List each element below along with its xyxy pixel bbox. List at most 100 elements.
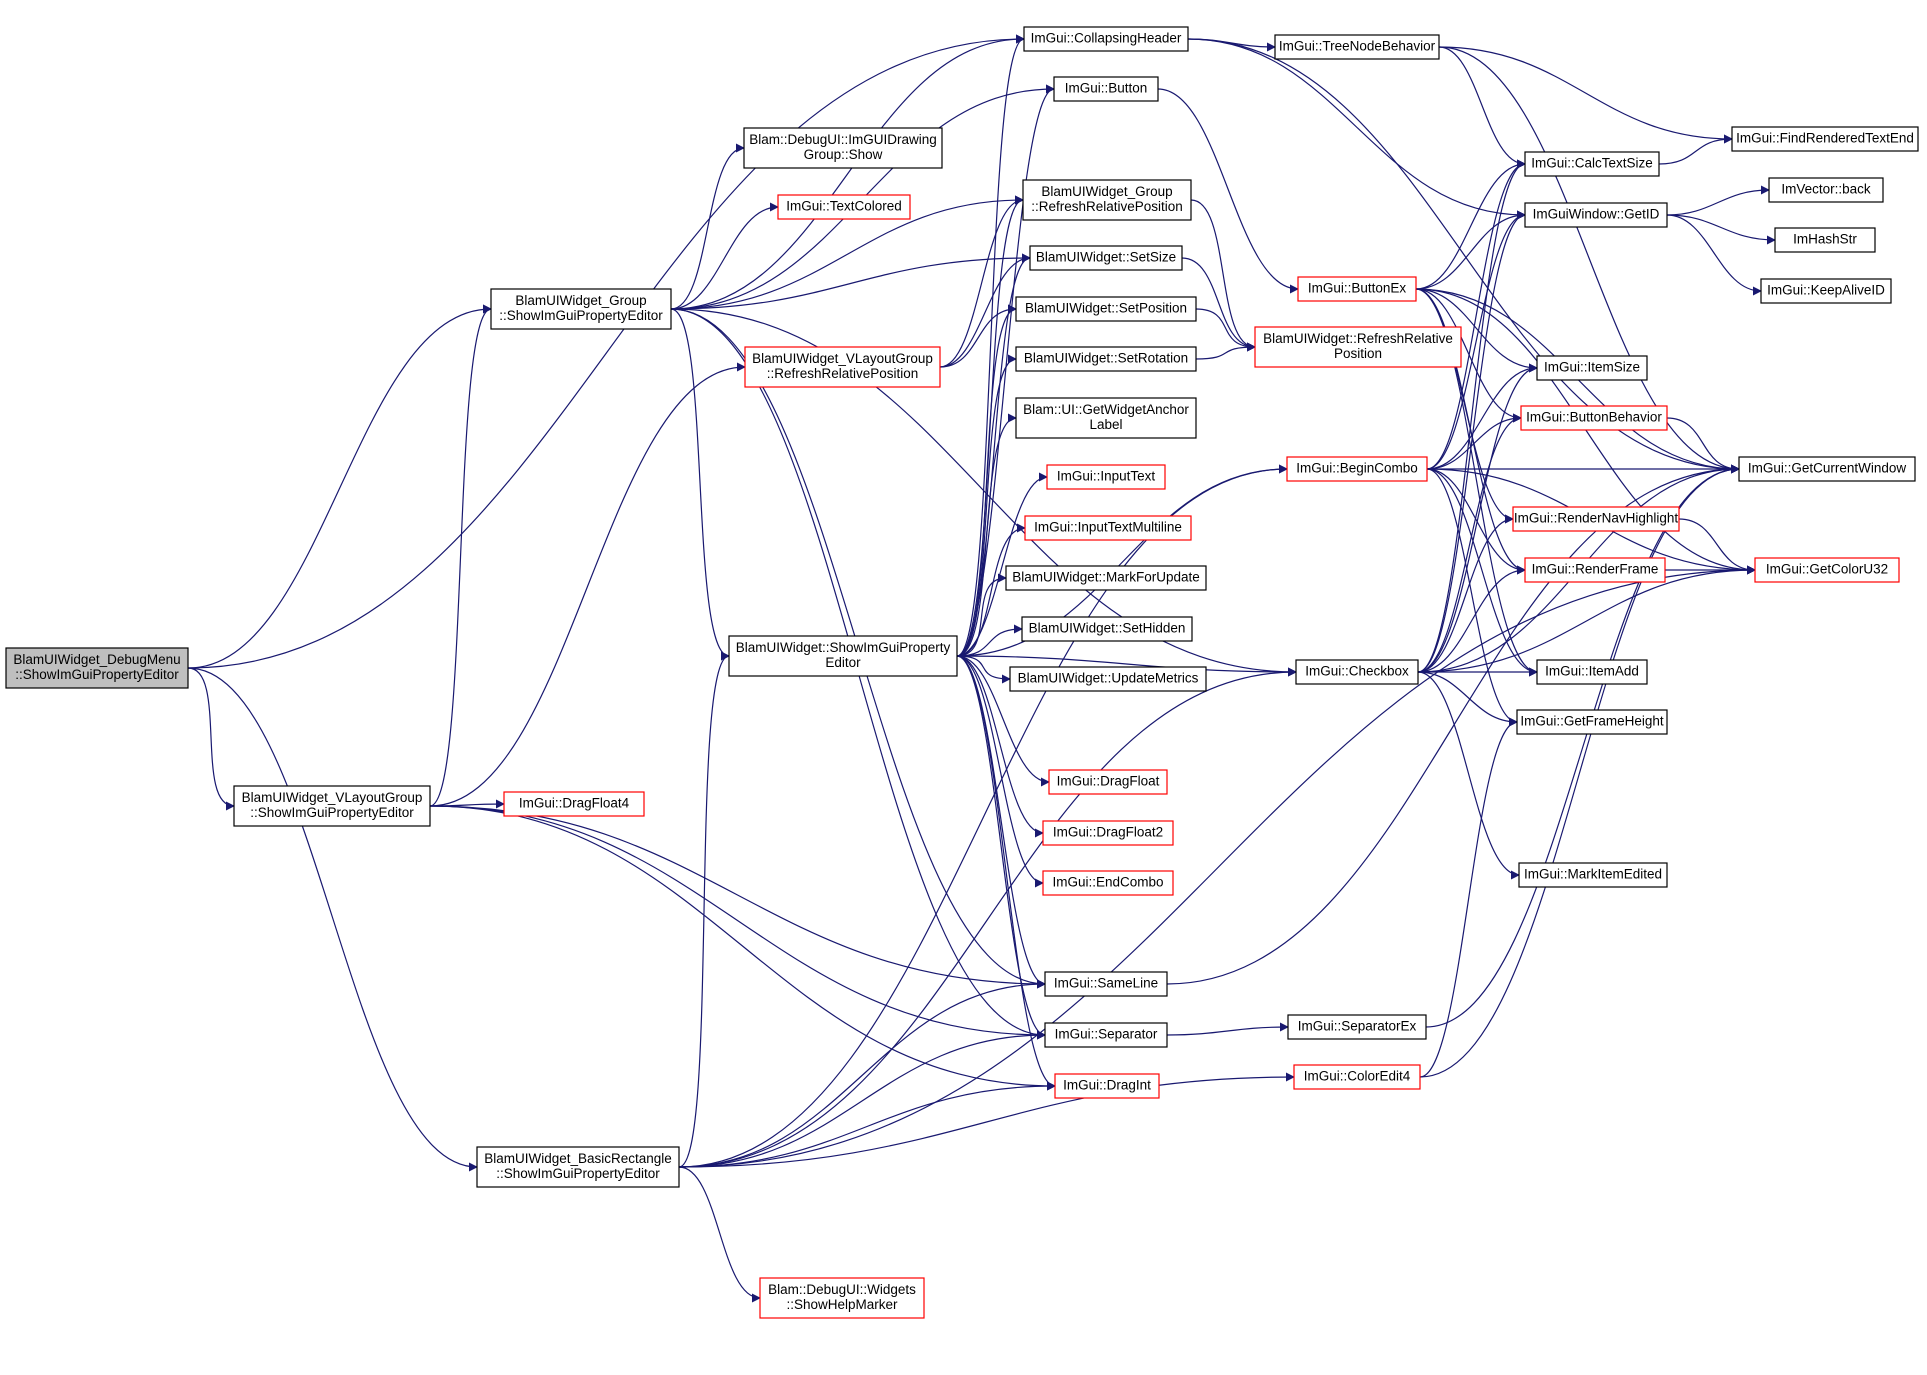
node-markitemedited[interactable]: ImGui::MarkItemEdited bbox=[1518, 862, 1668, 888]
node-endcombo-box bbox=[1042, 870, 1174, 896]
node-buttonex[interactable]: ImGui::ButtonEx bbox=[1297, 276, 1417, 302]
node-buttonbehavior-label-line-0: ImGui::ButtonBehavior bbox=[1526, 410, 1662, 425]
node-textcolored[interactable]: ImGui::TextColored bbox=[777, 194, 911, 220]
node-root[interactable]: BlamUIWidget_DebugMenu::ShowImGuiPropert… bbox=[5, 647, 189, 689]
edge-getid-to-imhashstr bbox=[1666, 214, 1776, 245]
node-rendernavhighlight[interactable]: ImGui::RenderNavHighlight bbox=[1512, 506, 1680, 532]
edge-widget_show-to-sameline bbox=[956, 655, 1046, 989]
node-imhashstr[interactable]: ImHashStr bbox=[1774, 227, 1876, 253]
node-dragfloat4-label-line-0: ImGui::DragFloat4 bbox=[519, 796, 630, 811]
node-keepaliveid-box bbox=[1760, 278, 1892, 304]
node-setsize-label-line-0: BlamUIWidget::SetSize bbox=[1036, 250, 1176, 265]
node-getcurrentwindow[interactable]: ImGui::GetCurrentWindow bbox=[1738, 456, 1916, 482]
edge-checkbox-to-getid bbox=[1417, 210, 1526, 673]
node-vlayout_refresh[interactable]: BlamUIWidget_VLayoutGroup::RefreshRelati… bbox=[744, 346, 941, 388]
node-checkbox[interactable]: ImGui::Checkbox bbox=[1295, 659, 1419, 685]
node-separatorex-box bbox=[1287, 1014, 1427, 1040]
node-vlayout_refresh-box bbox=[744, 346, 941, 388]
node-endcombo[interactable]: ImGui::EndCombo bbox=[1042, 870, 1174, 896]
node-getid[interactable]: ImGuiWindow::GetID bbox=[1524, 202, 1668, 228]
node-group_refresh-label-line-1: ::RefreshRelativePosition bbox=[1031, 199, 1183, 214]
node-vlayout_show-box bbox=[233, 785, 431, 827]
edge-vlayout_show-to-group_show bbox=[429, 304, 492, 807]
edge-vlayout_show-to-vlayout_refresh bbox=[429, 362, 746, 807]
edge-vlayout_show-to-dragint bbox=[429, 805, 1056, 1091]
node-setsize[interactable]: BlamUIWidget::SetSize bbox=[1029, 245, 1183, 271]
edge-basicrect_show-to-coloredit4 bbox=[678, 1072, 1295, 1168]
node-sameline[interactable]: ImGui::SameLine bbox=[1044, 971, 1168, 997]
nodes-layer: BlamUIWidget_DebugMenu::ShowImGuiPropert… bbox=[5, 26, 1919, 1319]
node-renderframe[interactable]: ImGui::RenderFrame bbox=[1524, 557, 1666, 583]
node-dragfloat2-box bbox=[1042, 820, 1174, 846]
node-treenodebehavior[interactable]: ImGui::TreeNodeBehavior bbox=[1274, 34, 1440, 60]
node-imvector_back[interactable]: ImVector::back bbox=[1768, 177, 1884, 203]
node-setposition[interactable]: BlamUIWidget::SetPosition bbox=[1015, 296, 1197, 322]
node-widget_refresh[interactable]: BlamUIWidget::RefreshRelativePosition bbox=[1254, 326, 1462, 368]
node-itemadd[interactable]: ImGui::ItemAdd bbox=[1536, 659, 1648, 685]
node-dragint-box bbox=[1054, 1073, 1160, 1099]
node-findrenderedtextend[interactable]: ImGui::FindRenderedTextEnd bbox=[1731, 126, 1919, 152]
node-calctextsize[interactable]: ImGui::CalcTextSize bbox=[1524, 151, 1660, 177]
node-imvector_back-box bbox=[1768, 177, 1884, 203]
node-getcoloru32[interactable]: ImGui::GetColorU32 bbox=[1754, 557, 1900, 583]
node-rendernavhighlight-box bbox=[1512, 506, 1680, 532]
node-showhelpmarker[interactable]: Blam::DebugUI::Widgets::ShowHelpMarker bbox=[759, 1277, 925, 1319]
edge-checkbox-to-renderframe bbox=[1417, 565, 1526, 673]
edge-widget_show-to-setrotation bbox=[956, 354, 1017, 657]
node-basicrect_show[interactable]: BlamUIWidget_BasicRectangle::ShowImGuiPr… bbox=[476, 1146, 680, 1188]
edge-widget_show-to-updatemetrics bbox=[956, 655, 1011, 684]
edge-setrotation-to-widget_refresh bbox=[1195, 342, 1256, 360]
node-inputtext[interactable]: ImGui::InputText bbox=[1046, 464, 1166, 490]
node-itemsize[interactable]: ImGui::ItemSize bbox=[1536, 355, 1648, 381]
node-dragint[interactable]: ImGui::DragInt bbox=[1054, 1073, 1160, 1099]
node-widget_show-label-line-0: BlamUIWidget::ShowImGuiProperty bbox=[736, 640, 951, 655]
node-dragint-label-line-0: ImGui::DragInt bbox=[1063, 1078, 1151, 1093]
node-begincombo-box bbox=[1286, 456, 1428, 482]
node-buttonex-box bbox=[1297, 276, 1417, 302]
node-debugui_drawgroup-box bbox=[743, 127, 943, 169]
node-dragfloat4[interactable]: ImGui::DragFloat4 bbox=[503, 791, 645, 817]
node-dragfloat[interactable]: ImGui::DragFloat bbox=[1048, 769, 1168, 795]
edge-checkbox-to-buttonbehavior bbox=[1417, 413, 1522, 673]
edge-coloredit4-to-getframeheight bbox=[1419, 717, 1518, 1078]
node-widget_show[interactable]: BlamUIWidget::ShowImGuiPropertyEditor bbox=[728, 635, 958, 677]
node-separatorex[interactable]: ImGui::SeparatorEx bbox=[1287, 1014, 1427, 1040]
node-sethidden[interactable]: BlamUIWidget::SetHidden bbox=[1021, 616, 1193, 642]
node-checkbox-box bbox=[1295, 659, 1419, 685]
node-checkbox-label-line-0: ImGui::Checkbox bbox=[1305, 664, 1409, 679]
edge-widget_show-to-getwidgetanchor bbox=[956, 413, 1017, 657]
node-collapsingheader[interactable]: ImGui::CollapsingHeader bbox=[1023, 26, 1189, 52]
node-updatemetrics[interactable]: BlamUIWidget::UpdateMetrics bbox=[1009, 666, 1207, 692]
node-keepaliveid[interactable]: ImGui::KeepAliveID bbox=[1760, 278, 1892, 304]
node-treenodebehavior-label-line-0: ImGui::TreeNodeBehavior bbox=[1279, 39, 1436, 54]
edge-collapsingheader-to-treenodebehavior bbox=[1187, 38, 1276, 52]
node-widget_refresh-box bbox=[1254, 326, 1462, 368]
node-vlayout_refresh-label-line-0: BlamUIWidget_VLayoutGroup bbox=[752, 351, 933, 366]
node-getframeheight[interactable]: ImGui::GetFrameHeight bbox=[1516, 709, 1668, 735]
node-group_show[interactable]: BlamUIWidget_Group::ShowImGuiPropertyEdi… bbox=[490, 288, 672, 330]
node-setrotation-box bbox=[1015, 346, 1197, 372]
node-setsize-box bbox=[1029, 245, 1183, 271]
node-setrotation[interactable]: BlamUIWidget::SetRotation bbox=[1015, 346, 1197, 372]
edge-root-to-basicrect_show bbox=[187, 667, 478, 1172]
node-inputtextmulti[interactable]: ImGui::InputTextMultiline bbox=[1024, 515, 1192, 541]
edge-setposition-to-widget_refresh bbox=[1195, 308, 1256, 352]
node-itemadd-label-line-0: ImGui::ItemAdd bbox=[1545, 664, 1639, 679]
node-markforupdate[interactable]: BlamUIWidget::MarkForUpdate bbox=[1005, 565, 1207, 591]
node-separator[interactable]: ImGui::Separator bbox=[1044, 1022, 1168, 1048]
edge-widget_show-to-collapsingheader bbox=[956, 34, 1025, 657]
node-group_show-label-line-1: ::ShowImGuiPropertyEditor bbox=[499, 308, 663, 323]
node-dragfloat2[interactable]: ImGui::DragFloat2 bbox=[1042, 820, 1174, 846]
node-group_refresh[interactable]: BlamUIWidget_Group::RefreshRelativePosit… bbox=[1022, 179, 1192, 221]
edge-begincombo-to-itemadd bbox=[1426, 468, 1538, 677]
edge-widget_show-to-endcombo bbox=[956, 655, 1044, 888]
node-begincombo[interactable]: ImGui::BeginCombo bbox=[1286, 456, 1428, 482]
node-buttonbehavior[interactable]: ImGui::ButtonBehavior bbox=[1520, 405, 1668, 431]
node-button[interactable]: ImGui::Button bbox=[1053, 76, 1159, 102]
node-vlayout_show[interactable]: BlamUIWidget_VLayoutGroup::ShowImGuiProp… bbox=[233, 785, 431, 827]
node-coloredit4[interactable]: ImGui::ColorEdit4 bbox=[1293, 1064, 1421, 1090]
edge-basicrect_show-to-checkbox bbox=[678, 667, 1297, 1168]
node-getcurrentwindow-label-line-0: ImGui::GetCurrentWindow bbox=[1748, 461, 1907, 476]
